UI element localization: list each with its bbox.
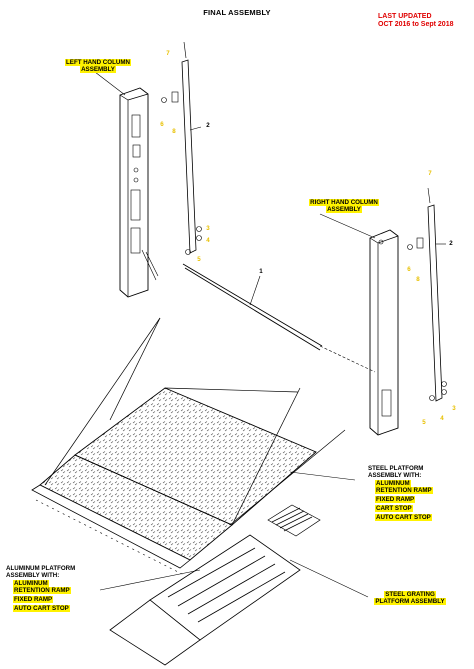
steel-platform-callout: STEEL PLATFORM ASSEMBLY WITH: ALUMINUM R… xyxy=(368,465,474,521)
left-column-callout: LEFT HAND COLUMN ASSEMBLY xyxy=(56,59,140,74)
steel-grating-line1: STEEL GRATING xyxy=(384,591,436,598)
callout-leaders xyxy=(94,71,446,598)
part-number-5-left: 5 xyxy=(197,256,201,263)
aluminum-option-retention-ramp: RETENTION RAMP xyxy=(13,587,71,595)
steel-platform-line1: STEEL PLATFORM xyxy=(368,465,424,472)
page-title: FINAL ASSEMBLY xyxy=(203,8,271,17)
steel-option-cart-stop: CART STOP xyxy=(375,505,413,513)
part-number-3-left: 3 xyxy=(206,225,210,232)
steel-platform-line2: ASSEMBLY WITH: xyxy=(368,472,422,480)
part-number-8-left: 8 xyxy=(172,128,176,135)
aluminum-platform xyxy=(109,534,301,666)
part-number-5-right: 5 xyxy=(422,419,426,426)
steel-grating-callout: STEEL GRATING PLATFORM ASSEMBLY xyxy=(360,591,460,606)
part-number-7-right: 7 xyxy=(428,170,432,177)
last-updated-line1: LAST UPDATED xyxy=(378,13,432,20)
steel-option-aluminum: ALUMINUM xyxy=(375,479,411,487)
part-number-8-right: 8 xyxy=(416,276,420,283)
steel-option-auto-cart-stop: AUTO CART STOP xyxy=(375,513,432,521)
steel-grating xyxy=(267,504,321,537)
right-mounting-plate xyxy=(427,204,443,402)
aluminum-platform-line2: ASSEMBLY WITH: xyxy=(6,572,60,580)
left-column-line2: ASSEMBLY xyxy=(80,66,116,74)
aluminum-platform-callout: ALUMINUM PLATFORM ASSEMBLY WITH: ALUMINU… xyxy=(6,565,116,613)
left-hand-column xyxy=(119,87,159,298)
part-number-4-left: 4 xyxy=(206,237,210,244)
aluminum-option-auto-cart-stop: AUTO CART STOP xyxy=(13,605,70,613)
right-column-line2: ASSEMBLY xyxy=(326,206,362,214)
steel-option-retention-ramp: RETENTION RAMP xyxy=(375,487,433,495)
left-fasteners xyxy=(161,41,202,255)
part-number-1-bar: 1 xyxy=(259,268,263,275)
last-updated-line2: OCT 2016 to Sept 2018 xyxy=(378,21,454,29)
steel-option-fixed-ramp: FIXED RAMP xyxy=(375,496,416,504)
last-updated-note: LAST UPDATED OCT 2016 to Sept 2018 xyxy=(378,13,474,29)
right-fasteners xyxy=(407,187,447,401)
platform-cables xyxy=(44,317,346,526)
left-column-line1: LEFT HAND COLUMN xyxy=(65,59,131,66)
aluminum-option-aluminum: ALUMINUM xyxy=(13,579,49,587)
right-hand-column xyxy=(369,229,399,436)
right-column-callout: RIGHT HAND COLUMN ASSEMBLY xyxy=(300,199,388,214)
steel-grating-line2: PLATFORM ASSEMBLY xyxy=(374,598,446,606)
right-column-line1: RIGHT HAND COLUMN xyxy=(309,199,379,206)
part-number-7-left: 7 xyxy=(166,50,170,57)
part-number-4-right: 4 xyxy=(440,415,444,422)
left-mounting-plate xyxy=(181,59,197,254)
part-number-6-left: 6 xyxy=(160,121,164,128)
part-number-2-left: 2 xyxy=(206,122,210,129)
aluminum-option-fixed-ramp: FIXED RAMP xyxy=(13,596,54,604)
part-number-6-right: 6 xyxy=(407,266,411,273)
aluminum-platform-line1: ALUMINUM PLATFORM xyxy=(6,565,76,572)
part-number-3-right: 3 xyxy=(452,405,456,412)
part-number-2-right: 2 xyxy=(449,240,453,247)
steel-platform xyxy=(31,387,317,576)
torsion-bar xyxy=(182,263,376,373)
